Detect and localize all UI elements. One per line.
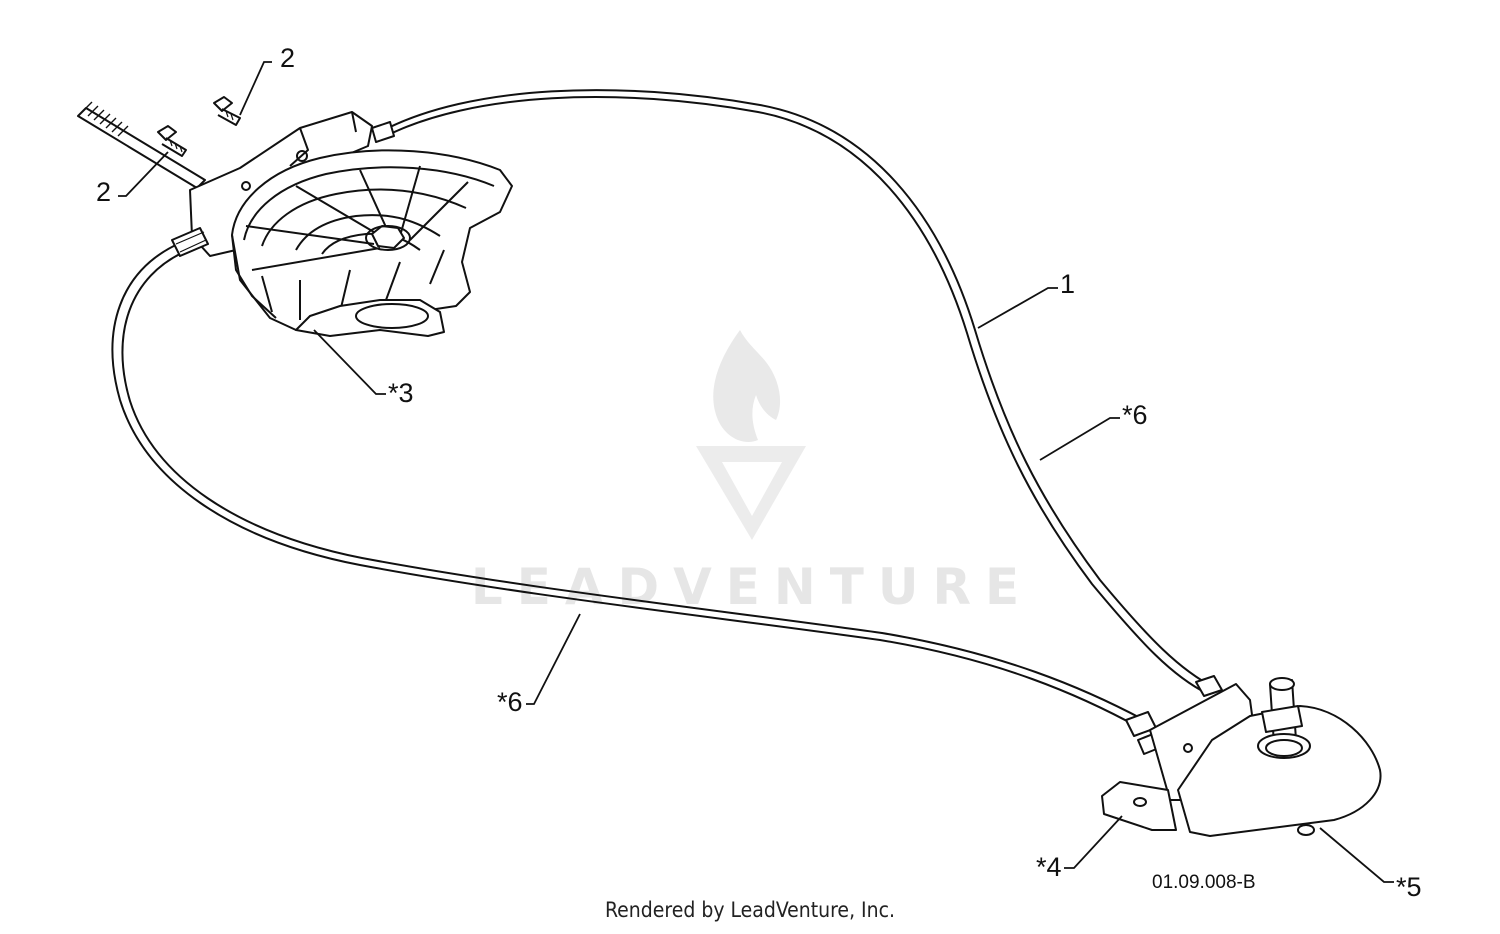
callout-cable-sheath-right: *6 [1122, 400, 1148, 430]
callout-cable-sheath-left: *6 [497, 687, 523, 717]
cable-assembly [111, 89, 1216, 729]
leadventure-watermark: LEADVENTURE [471, 330, 1033, 616]
threaded-shaft [77, 101, 206, 189]
callout-pulley: *5 [1396, 872, 1422, 902]
pulley-bracket-assembly [1101, 675, 1382, 837]
callout-gear-plate: *3 [388, 378, 414, 408]
bolt-left [157, 125, 187, 157]
watermark-text: LEADVENTURE [471, 558, 1033, 616]
callout-bracket: *4 [1036, 852, 1062, 882]
callout-labels: 2 2 1 *6 *3 *6 *4 *5 01.09.008-B [96, 43, 1422, 902]
callout-cable: 1 [1060, 269, 1075, 299]
leader-lines [118, 61, 1394, 883]
rendered-by-footer: Rendered by LeadVenture, Inc. [605, 898, 895, 922]
drawing-number: 01.09.008-B [1152, 872, 1256, 893]
callout-bolt-upper: 2 [280, 43, 295, 73]
gear-plate-assembly [77, 96, 513, 337]
callout-bolt-left: 2 [96, 177, 111, 207]
bolt-upper [213, 96, 241, 126]
